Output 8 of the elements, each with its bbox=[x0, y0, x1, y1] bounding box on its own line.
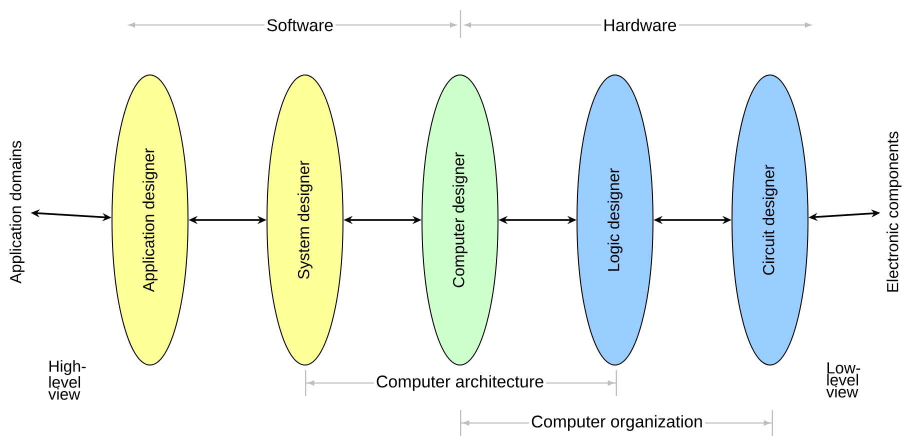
view-note: High-level view bbox=[48, 360, 86, 400]
view-note: Low-level view bbox=[826, 362, 860, 398]
span-label: Computer architecture bbox=[374, 373, 546, 393]
end-label: Application domains bbox=[10, 141, 24, 284]
span-label: Hardware bbox=[601, 16, 679, 34]
span-label: Software bbox=[264, 16, 336, 34]
span-label: Computer organization bbox=[529, 413, 705, 433]
end-label: Electronic components bbox=[886, 132, 902, 292]
